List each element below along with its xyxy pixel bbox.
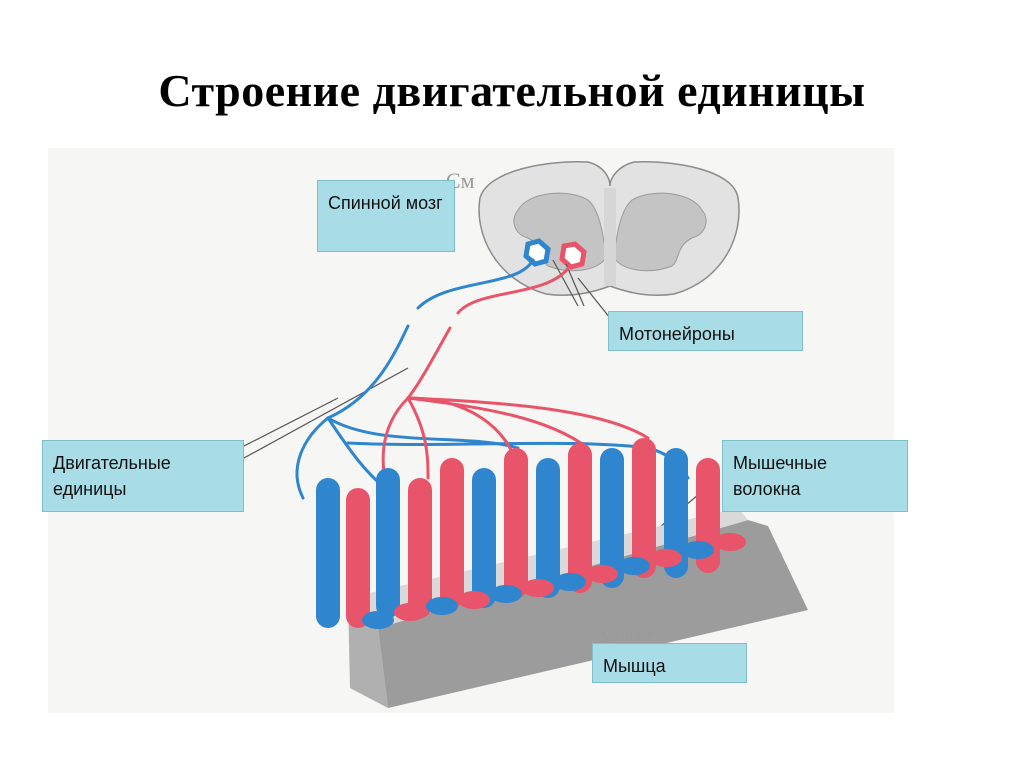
motoneurons-label: Мотонейроны: [608, 311, 803, 351]
motor-unit-diagram: [48, 148, 894, 713]
fiber-ends: [362, 533, 746, 629]
motor-unit-figure: См Мышца: [48, 148, 894, 713]
red-motoneuron: [559, 241, 587, 270]
muscle-fibers-label: Мышечные волокна: [722, 440, 908, 512]
motor-units-label: Двигательные единицы: [42, 440, 244, 512]
muscle-fibers: [316, 438, 720, 628]
blue-motoneuron: [523, 238, 551, 267]
muscle-label: Мышца: [592, 643, 747, 683]
slide-title: Строение двигательной единицы: [158, 65, 866, 116]
spinal-cord-section: [478, 161, 740, 297]
spinal-cord-label: Спинной мозг: [317, 180, 455, 252]
